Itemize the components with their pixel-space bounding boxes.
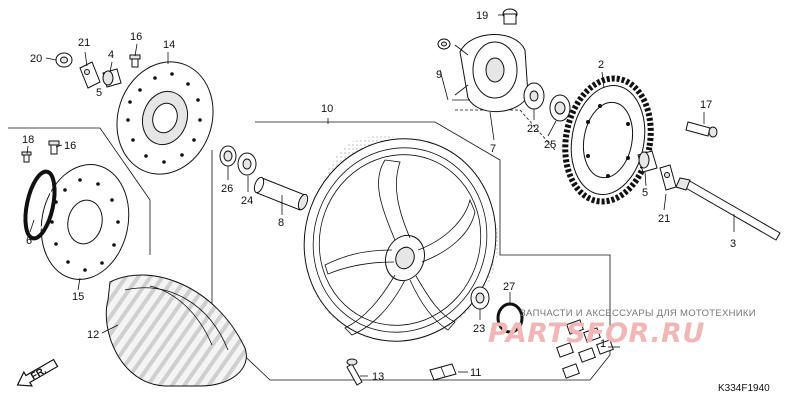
side-collar-right[interactable] bbox=[637, 150, 658, 173]
callout-23: 23 bbox=[473, 323, 485, 335]
brake-disc-lower[interactable] bbox=[31, 156, 139, 287]
rear-wheel[interactable] bbox=[276, 112, 524, 369]
callout-25: 25 bbox=[544, 139, 556, 151]
callout-8: 8 bbox=[278, 217, 284, 229]
front-direction-marker: FR. bbox=[16, 358, 59, 387]
flange-seal[interactable] bbox=[549, 94, 571, 122]
callout-10: 10 bbox=[321, 103, 333, 115]
axle-collar[interactable] bbox=[253, 176, 310, 211]
flange-nut[interactable] bbox=[55, 52, 73, 68]
callout-16-lower: 16 bbox=[64, 140, 76, 152]
chain-adjuster-left[interactable] bbox=[79, 61, 101, 89]
callout-11: 11 bbox=[470, 367, 481, 379]
chain-adjuster-right[interactable] bbox=[659, 164, 677, 191]
sprocket-bolt[interactable] bbox=[685, 121, 718, 138]
callout-5-left: 5 bbox=[96, 87, 102, 99]
side-collar[interactable] bbox=[102, 68, 122, 88]
disc-bolt-upper[interactable] bbox=[129, 54, 141, 68]
callout-12: 12 bbox=[87, 329, 99, 341]
callout-24: 24 bbox=[241, 195, 253, 207]
callout-22: 22 bbox=[527, 123, 539, 135]
callout-18: 18 bbox=[22, 134, 34, 146]
tire-valve[interactable] bbox=[346, 358, 363, 386]
callout-labels: 1 2 3 4 5 5 6 7 8 9 10 11 12 13 14 15 16… bbox=[22, 10, 736, 383]
callout-15: 15 bbox=[72, 291, 84, 303]
callout-17: 17 bbox=[700, 99, 712, 111]
callout-2: 2 bbox=[598, 59, 604, 71]
brake-disc-upper[interactable] bbox=[103, 49, 228, 186]
leader-lines bbox=[26, 14, 735, 377]
wheel-bearing-left[interactable] bbox=[237, 152, 257, 176]
callout-4: 4 bbox=[108, 49, 114, 61]
final-driven-sprocket[interactable] bbox=[556, 72, 660, 209]
callout-26: 26 bbox=[221, 183, 233, 195]
diagram-code: K334F1940 bbox=[718, 383, 770, 394]
flange-stud-left[interactable] bbox=[437, 38, 451, 50]
driven-flange[interactable] bbox=[454, 34, 529, 112]
flange-stud-top[interactable] bbox=[502, 8, 518, 25]
callout-21-right: 21 bbox=[658, 213, 670, 225]
wheel-bearing-right[interactable] bbox=[470, 286, 490, 310]
callout-21-left: 21 bbox=[78, 37, 90, 49]
callout-6: 6 bbox=[26, 235, 32, 247]
pulser-ring[interactable] bbox=[20, 169, 60, 241]
assembly-outline-wheel bbox=[211, 121, 611, 381]
assembly-outline-left bbox=[8, 127, 151, 255]
rear-tire[interactable] bbox=[105, 274, 247, 387]
callout-16-upper: 16 bbox=[130, 31, 142, 43]
disc-bolt-lower[interactable] bbox=[48, 140, 60, 155]
callout-14: 14 bbox=[163, 39, 175, 51]
callout-5-right: 5 bbox=[642, 187, 648, 199]
assembly-outline-hub bbox=[455, 109, 556, 151]
callout-9: 9 bbox=[436, 69, 442, 81]
wheel-damper-rubbers[interactable] bbox=[556, 319, 614, 379]
balance-weight[interactable] bbox=[429, 363, 457, 381]
callout-1: 1 bbox=[600, 338, 606, 350]
callout-20: 20 bbox=[30, 53, 42, 65]
callout-7: 7 bbox=[490, 143, 496, 155]
callout-27: 27 bbox=[503, 281, 515, 293]
flange-bearing[interactable] bbox=[523, 82, 545, 110]
dust-seal-left[interactable] bbox=[219, 145, 237, 167]
watermark-tagline: ЗАПЧАСТИ И АКСЕССУАРЫ ДЛЯ МОТОТЕХНИКИ bbox=[520, 308, 756, 319]
watermark: ЗАПЧАСТИ И АКСЕССУАРЫ ДЛЯ МОТОТЕХНИКИ PA… bbox=[488, 308, 756, 349]
callout-19: 19 bbox=[476, 10, 488, 22]
callout-13: 13 bbox=[372, 371, 384, 383]
sensor-screw[interactable] bbox=[21, 151, 32, 163]
watermark-brand: PARTSFOR.RU bbox=[488, 318, 705, 349]
callout-3: 3 bbox=[730, 238, 736, 250]
rear-axle[interactable] bbox=[675, 177, 781, 241]
